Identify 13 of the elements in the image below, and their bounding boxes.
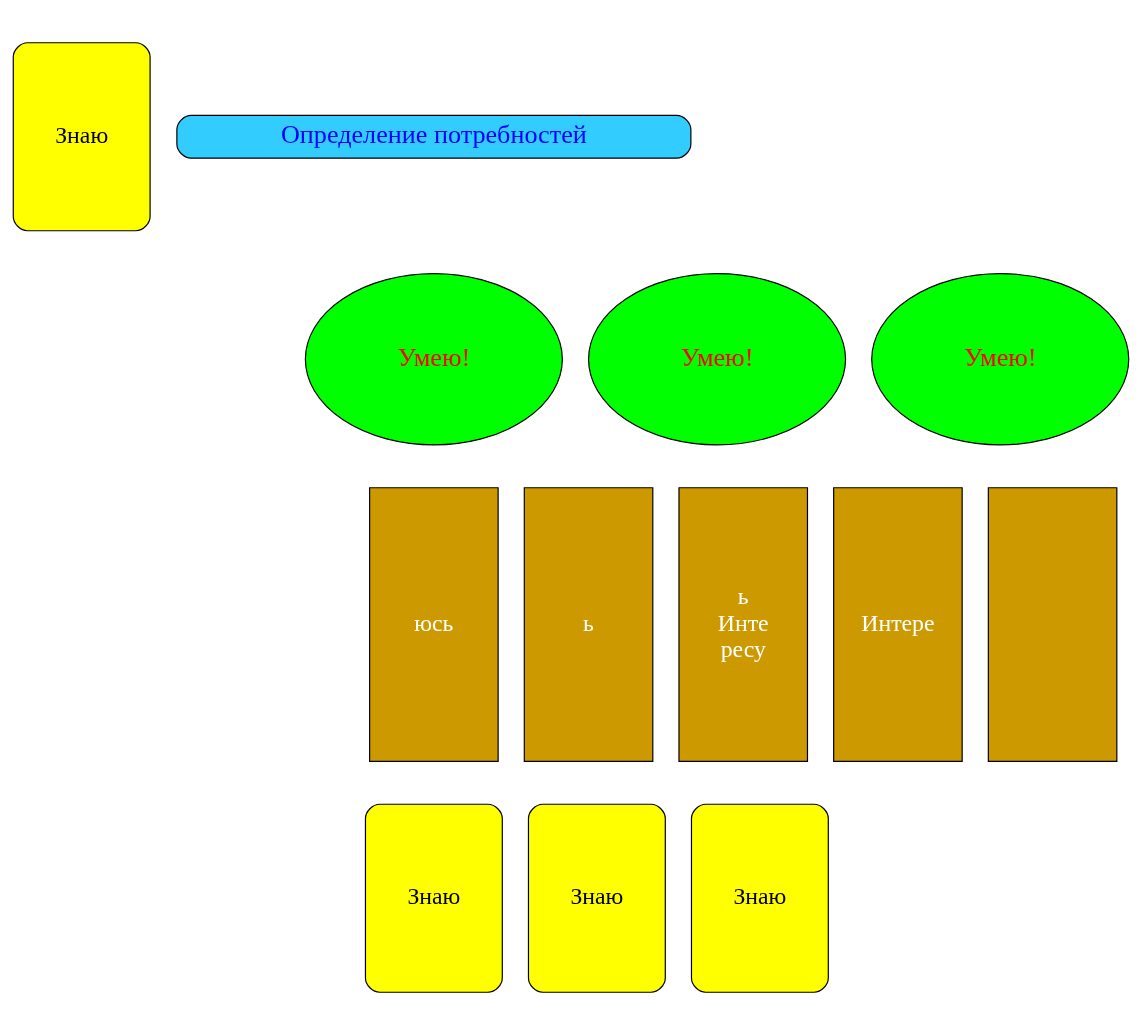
node-box: Интере xyxy=(833,486,963,762)
node-box: Знаю xyxy=(12,41,151,231)
node-box: Знаю xyxy=(527,803,666,993)
node-box: Знаю xyxy=(364,803,503,993)
node-box: ь xyxy=(523,486,654,762)
node-ellipse: Умею! xyxy=(304,272,563,445)
node-box: Знаю xyxy=(690,803,829,993)
node-ellipse: Умею! xyxy=(871,272,1130,445)
node-box: юсь xyxy=(369,486,499,762)
node-box: ь Инте ресу xyxy=(678,486,809,762)
node-box: Определение потребностей xyxy=(176,114,692,159)
node-box xyxy=(987,486,1118,762)
node-ellipse: Умею! xyxy=(587,272,847,445)
